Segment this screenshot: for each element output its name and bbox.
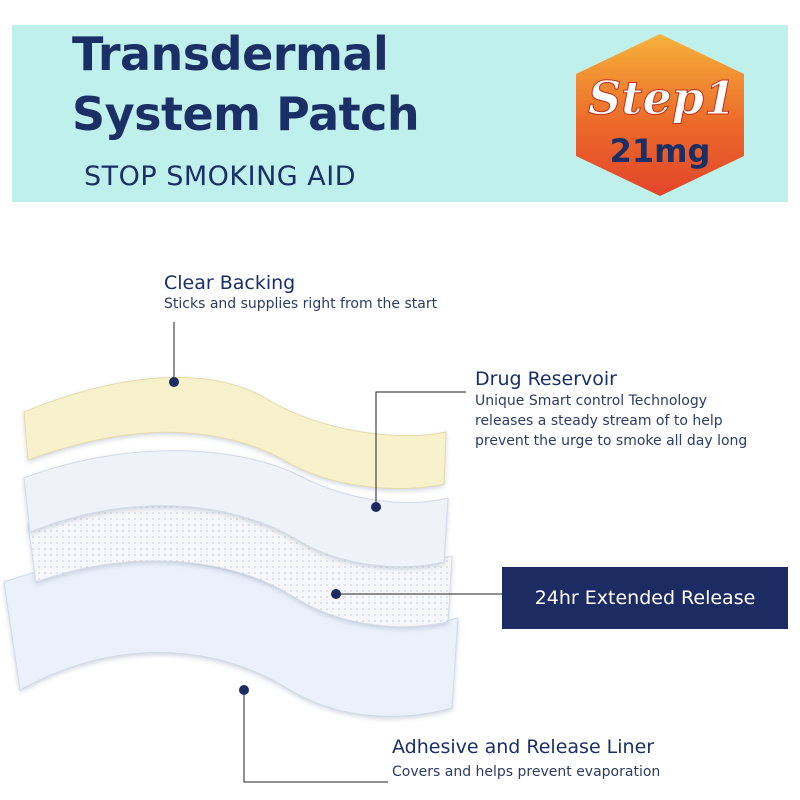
callout-desc-backing: Sticks and supplies right from the start [164, 296, 438, 312]
callout-dot-backing [169, 377, 179, 387]
callout-title-reservoir: Drug Reservoir [475, 368, 617, 390]
release-label-box: 24hr Extended Release [502, 567, 788, 629]
title-line-1: Transdermal [72, 27, 389, 81]
callout-desc-reservoir-2: releases a steady stream of to help [475, 413, 723, 429]
callout-title-liner: Adhesive and Release Liner [392, 736, 655, 758]
callout-desc-liner: Covers and helps prevent evaporation [392, 764, 661, 780]
step-text: Step1 [588, 71, 736, 125]
title-line-2: System Patch [72, 87, 420, 141]
callout-dot-liner [239, 685, 249, 695]
callout-title-backing: Clear Backing [164, 272, 296, 294]
callout-dot-reservoir [371, 502, 381, 512]
callout-line-liner [243, 690, 388, 783]
layer-backing [23, 377, 447, 490]
step-badge: Step1 21mg [570, 32, 750, 197]
layer-liner [3, 559, 459, 717]
layer-reservoir [23, 450, 449, 568]
hexagon-shape [576, 34, 744, 196]
callout-line-reservoir [375, 391, 466, 507]
dose-text: 21mg [610, 132, 711, 170]
callout-desc-reservoir-1: Unique Smart control Technology [475, 393, 708, 409]
step-badge-hexagon: Step1 21mg [576, 34, 744, 196]
callout-desc-reservoir-3: prevent the urge to smoke all day long [475, 433, 748, 449]
callout-title-release: 24hr Extended Release [534, 587, 756, 609]
callout-dot-release [331, 589, 341, 599]
subtitle: STOP SMOKING AID [84, 161, 357, 192]
